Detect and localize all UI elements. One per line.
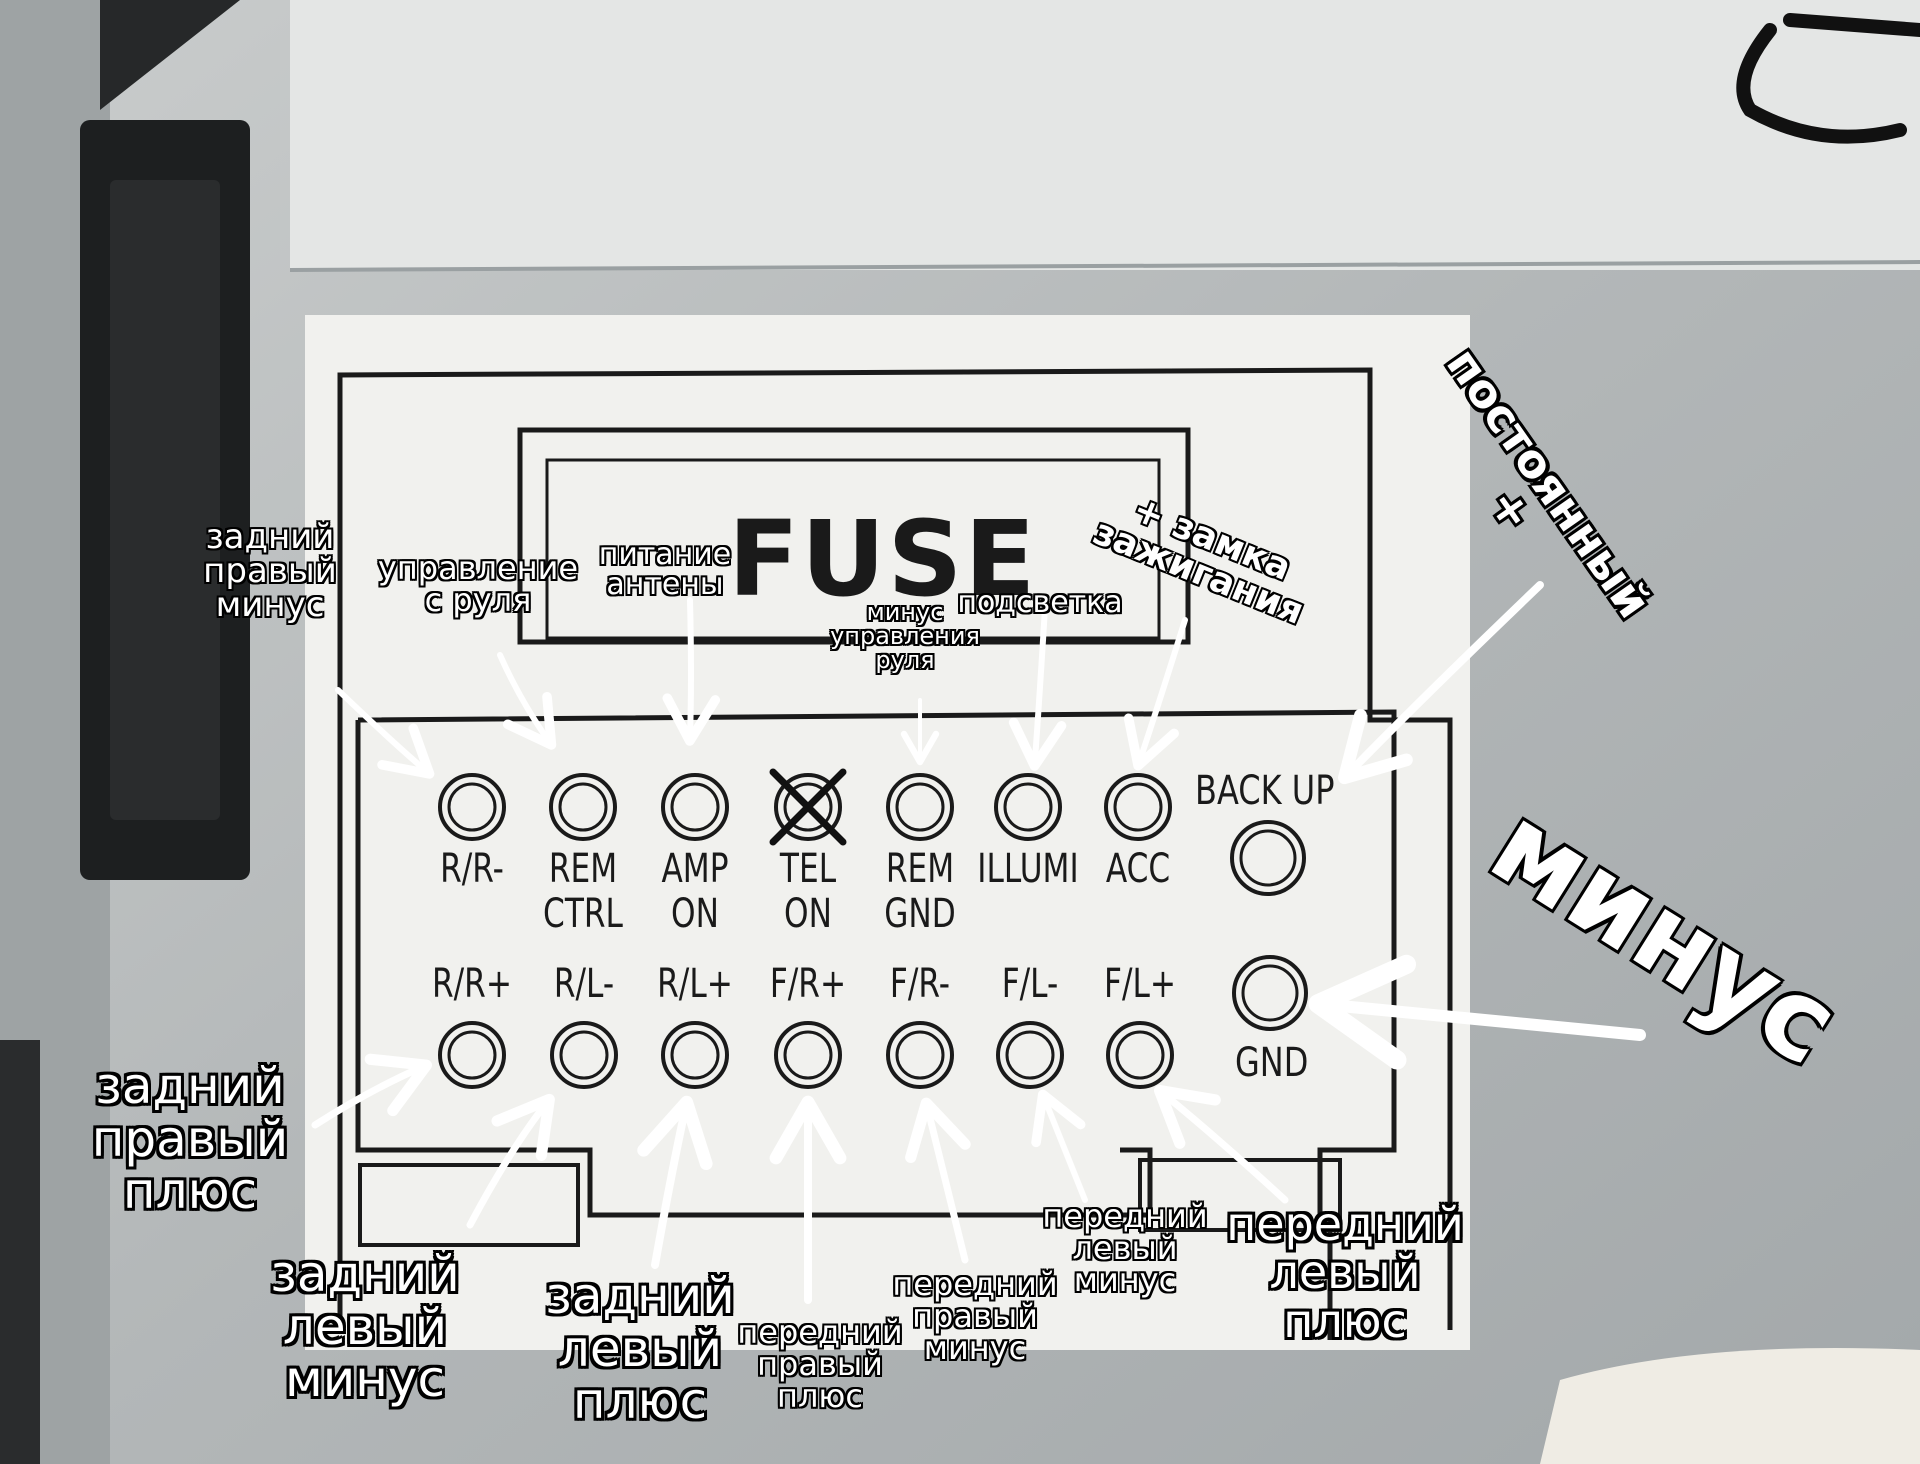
pin-label-fr-minus: F/R- [889, 961, 951, 1007]
arrow-fl-plus [1153, 1084, 1289, 1204]
pin-label-fl-minus: F/L- [1001, 961, 1059, 1007]
pin-label-rr-minus: R/R- [440, 846, 504, 892]
pin-label-rem-gnd: REM GND [884, 846, 956, 937]
arrow-gnd [1308, 954, 1646, 1070]
arrow-fl-minus [1031, 1089, 1088, 1203]
pin-amp-on [661, 773, 729, 841]
label-front-left-minus: передний левый минус [1042, 1197, 1208, 1299]
left-slot-inner [110, 180, 220, 820]
bottom-left-bracket [0, 1040, 40, 1464]
pin-label-illumi: ILLUMI [977, 846, 1079, 892]
small-box-left [358, 1163, 580, 1247]
pin-rem-gnd [886, 773, 954, 841]
sticker-frame-outer [337, 367, 1453, 1330]
pin-label-amp-on: AMP ON [661, 846, 729, 937]
pin-rr-minus [438, 773, 506, 841]
panel-seam [289, 260, 1920, 272]
pin-label-rl-minus: R/L- [553, 961, 615, 1007]
label-backlight: подсветка [957, 585, 1123, 620]
pin-acc [1104, 773, 1172, 841]
fuse-box-inner [545, 458, 1161, 640]
arrow-rl-plus [637, 1095, 713, 1269]
pin-rr-plus [438, 1021, 506, 1089]
backup-pin [1230, 820, 1306, 896]
arrow-acc [1123, 617, 1188, 771]
label-front-right-plus: передний правый плюс [737, 1313, 903, 1415]
pin-label-rr-plus: R/R+ [431, 961, 512, 1007]
fuse-title: FUSE [728, 498, 1038, 620]
gnd-label: GND [1235, 1040, 1309, 1086]
cross-mark-icon [769, 768, 847, 846]
left-tab [100, 0, 240, 110]
label-rear-right-minus: задний правый минус [203, 517, 337, 625]
label-front-right-minus: передний правый минус [892, 1265, 1058, 1367]
arrow-rr-minus [335, 687, 435, 779]
fuse-box-outer [517, 427, 1191, 645]
label-steering-minus: минус управления руля [830, 598, 980, 674]
pin-rl-plus [661, 1021, 729, 1089]
label-steering-control: управление с руля [377, 549, 579, 619]
pin-illumi [994, 773, 1062, 841]
connector-pins [438, 768, 1174, 1089]
pin-label-rl-plus: R/L+ [657, 961, 733, 1007]
pin-fr-minus [886, 1021, 954, 1089]
pin-tel-on [769, 768, 847, 846]
pin-rem-ctrl [549, 773, 617, 841]
arrow-illumi [1008, 605, 1067, 771]
arrow-rr-plus [311, 1053, 433, 1129]
pin-fl-plus [1106, 1021, 1174, 1089]
backup-label: BACK UP [1195, 768, 1335, 814]
annotation-arrows [311, 581, 1646, 1304]
bottom-right-cable [1540, 1348, 1920, 1464]
label-rear-left-minus: задний левый минус [270, 1245, 460, 1408]
arrow-rem-ctrl [497, 652, 557, 750]
pin-fr-plus [774, 1021, 842, 1089]
pin-label-fl-plus: F/L+ [1103, 961, 1176, 1007]
gnd-pin [1232, 955, 1308, 1031]
label-rear-right-plus: задний правый плюс [91, 1057, 289, 1220]
label-antenna-power: питание антены [598, 537, 732, 602]
arrow-backup [1338, 581, 1544, 785]
pin-label-tel-on: TEL ON [779, 846, 837, 937]
pin-fl-minus [996, 1021, 1064, 1089]
pin-label-rem-ctrl: REM CTRL [543, 846, 623, 937]
arrow-fr-minus [905, 1097, 971, 1264]
pin-label-fr-plus: F/R+ [769, 961, 847, 1007]
label-rear-left-plus: задний левый плюс [545, 1267, 735, 1430]
pin-label-acc: ACC [1105, 846, 1171, 892]
arrow-amp-on [662, 597, 721, 746]
top-panel [290, 0, 1920, 270]
pin-rl-minus [550, 1021, 618, 1089]
arrow-rl-minus [466, 1093, 555, 1229]
top-right-marking [1736, 13, 1920, 144]
label-front-left-plus: передний левый плюс [1226, 1197, 1464, 1348]
